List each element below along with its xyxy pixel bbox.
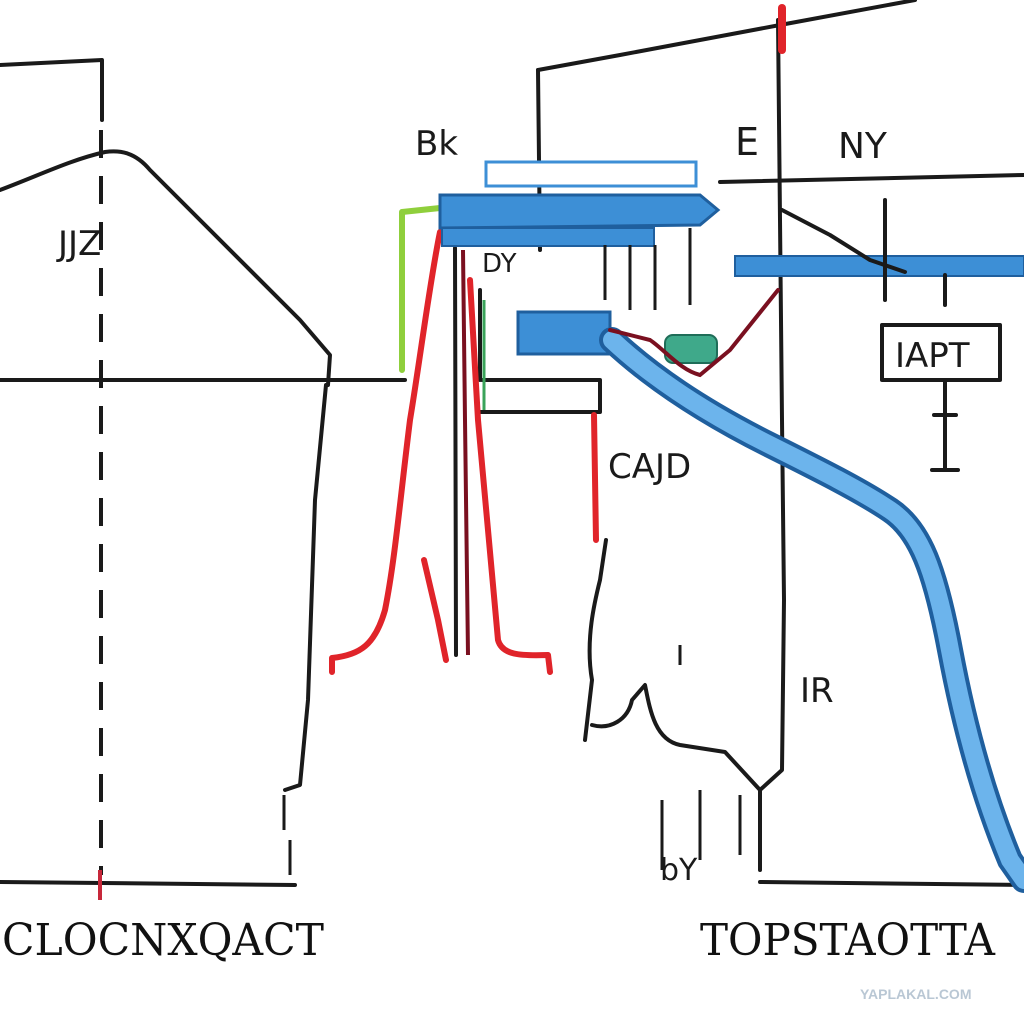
left-right-wall (283, 383, 328, 792)
label-lower-right: IR (800, 671, 834, 711)
left-wall-ticks (282, 795, 292, 875)
red-wire-right (591, 412, 599, 543)
center-ticks (660, 645, 742, 870)
red-wire-short (421, 557, 449, 663)
right-top-line (718, 173, 1024, 184)
blue-hanger-lines (603, 228, 692, 310)
label-center-value: CAJD (608, 447, 691, 487)
center-bottom-line (758, 880, 1024, 887)
blue-header-bar (484, 160, 698, 188)
label-top-mid: E (735, 120, 759, 164)
caption-bottom-left: CLOCNXQACT (2, 915, 324, 966)
label-center-small: DY (482, 249, 517, 279)
red-wire-left (329, 229, 443, 675)
label-right-box: IAPT (895, 336, 970, 376)
label-left-area: JJZ (56, 224, 101, 264)
center-left-drop (453, 246, 458, 657)
label-top-left: Bk (415, 124, 458, 164)
label-top-right: NY (838, 126, 888, 167)
left-bottom-line (0, 880, 297, 887)
left-roof-line (0, 149, 332, 387)
left-top-frame (0, 58, 104, 122)
blue-pipe-outer (599, 327, 1024, 893)
blue-right-bar (734, 255, 1024, 277)
blue-mid-box (516, 310, 612, 356)
teal-module (664, 334, 718, 364)
top-wire (536, 0, 917, 72)
right-structure (718, 173, 1024, 472)
center-structure (453, 0, 1024, 887)
watermark: YAPLAKAL.COM (860, 986, 972, 1002)
center-lower-curve (583, 538, 762, 872)
red-wire-mid (467, 277, 553, 675)
right-box (880, 323, 1002, 382)
center-box (478, 288, 602, 414)
blue-parts (438, 160, 1024, 893)
caption-bottom-right: TOPSTAOTTA (700, 915, 996, 966)
right-diagonal (780, 208, 907, 274)
left-structure (0, 58, 407, 887)
dark-red-wire (461, 249, 470, 656)
label-bottom-small: bY (660, 853, 698, 888)
green-wire (399, 205, 443, 373)
blue-lower-beam (441, 227, 655, 247)
dark-red-cable (608, 288, 780, 378)
right-mast (758, 18, 786, 792)
red-wires (329, 229, 599, 675)
blue-top-beam (438, 193, 721, 230)
blue-pipe-inner (603, 331, 1024, 889)
